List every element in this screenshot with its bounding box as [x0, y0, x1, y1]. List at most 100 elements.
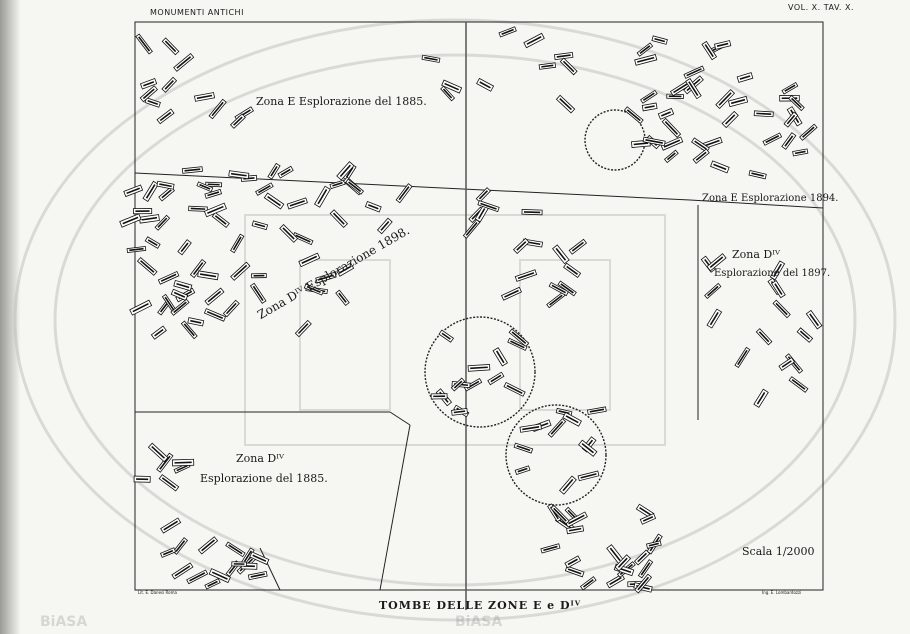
tomb-body: [199, 273, 217, 278]
tomb-body: [280, 168, 291, 176]
tomb-body: [252, 285, 264, 301]
tomb-body: [775, 302, 788, 316]
tomb-body: [609, 547, 621, 562]
tomb-body: [163, 520, 179, 531]
tomb-body: [157, 217, 168, 228]
tomb-body: [716, 42, 729, 47]
tomb-body: [295, 234, 311, 243]
scan-edge: [0, 0, 20, 634]
label-zona-e-1885: Zona E Esplorazione del 1885.: [256, 95, 427, 108]
tomb-body: [713, 163, 727, 171]
tomb-body: [756, 112, 772, 116]
tomb-body: [207, 580, 218, 587]
tomb-body: [567, 558, 578, 566]
tomb-body: [773, 263, 782, 278]
label-zona-div-1885-sub: Esplorazione del 1885.: [200, 472, 328, 485]
tomb-body: [159, 455, 171, 470]
tomb-body: [453, 380, 463, 389]
tomb-body: [517, 467, 528, 473]
tomb-body: [559, 98, 572, 111]
tomb-body: [444, 82, 459, 91]
tomb-body: [480, 202, 497, 210]
tomb-body: [786, 114, 796, 125]
watermark-text-left: BiASA: [40, 614, 88, 630]
tomb-body: [345, 166, 354, 178]
tomb-body: [174, 565, 191, 577]
tomb-body: [784, 84, 796, 92]
label-zona-e-1894: Zona E Esplorazione 1894.: [702, 193, 839, 204]
tomb-body: [589, 408, 605, 413]
tomb-body: [142, 88, 155, 100]
tomb-body: [141, 216, 158, 221]
tomb-body: [516, 241, 527, 251]
tomb-body: [751, 172, 764, 177]
tomb-body: [478, 190, 489, 200]
tomb-body: [164, 296, 176, 312]
tomb-body: [765, 135, 780, 144]
tomb-body: [164, 80, 174, 90]
tomb-body: [664, 120, 679, 135]
tomb-body: [523, 211, 541, 214]
tomb-body: [442, 88, 453, 99]
tomb-body: [551, 284, 566, 294]
tomb-body: [791, 378, 806, 390]
tomb-body: [562, 60, 575, 73]
tomb-body: [694, 140, 707, 150]
tomb-body: [695, 151, 707, 161]
tomb-body: [282, 227, 295, 240]
tomb-body: [688, 81, 699, 97]
tomb-body: [184, 168, 201, 172]
tomb-body: [176, 283, 190, 289]
tomb-body: [289, 200, 305, 207]
tomb-body: [639, 507, 652, 516]
tomb-body: [704, 44, 714, 58]
tomb-body: [173, 301, 187, 314]
tomb-body: [338, 292, 347, 303]
tomb-body: [609, 576, 622, 586]
tomb-body: [637, 56, 655, 63]
tomb-body: [556, 54, 571, 58]
tomb-body: [791, 97, 802, 109]
tomb-body: [470, 366, 488, 370]
tomb-body: [522, 425, 540, 431]
tomb-body: [479, 81, 491, 89]
tomb-body: [192, 262, 204, 276]
tomb-body: [189, 572, 206, 582]
tomb-body: [180, 242, 189, 253]
tomb-body: [565, 415, 579, 424]
tomb-body: [367, 204, 379, 210]
tomb-body: [199, 183, 211, 190]
tomb-body: [580, 473, 597, 479]
credit-right: Ing. E. Lombardozzi: [762, 590, 802, 595]
tomb-body: [639, 45, 651, 55]
tomb-body: [267, 195, 281, 207]
tomb-markers: [119, 26, 823, 594]
tomb-body: [560, 283, 574, 294]
tomb-body: [132, 302, 149, 313]
tomb-body: [794, 150, 806, 155]
tomb-body: [510, 340, 525, 349]
tomb-body: [642, 516, 654, 522]
tomb-body: [558, 410, 570, 415]
tomb-body: [739, 75, 751, 80]
tomb-body: [250, 573, 265, 578]
tomb-body: [637, 552, 647, 563]
tomb-body: [380, 221, 390, 231]
header-left: MONUMENTI ANTICHI: [150, 8, 244, 17]
tomb-body: [550, 421, 564, 435]
tomb-body: [526, 36, 542, 45]
tomb-body: [478, 208, 486, 220]
tomb-body: [660, 111, 672, 117]
tomb-body: [566, 265, 579, 275]
tomb-body: [774, 283, 783, 296]
scale-label: Scala 1/2000: [742, 545, 815, 558]
tomb-body: [506, 384, 523, 395]
tomb-body: [809, 313, 820, 327]
watermark-seal: [13, 18, 897, 622]
tomb-body: [140, 260, 155, 273]
tomb-body: [571, 241, 584, 252]
tomb-body: [799, 330, 810, 340]
tomb-body: [495, 350, 505, 364]
tomb-body: [258, 184, 271, 194]
